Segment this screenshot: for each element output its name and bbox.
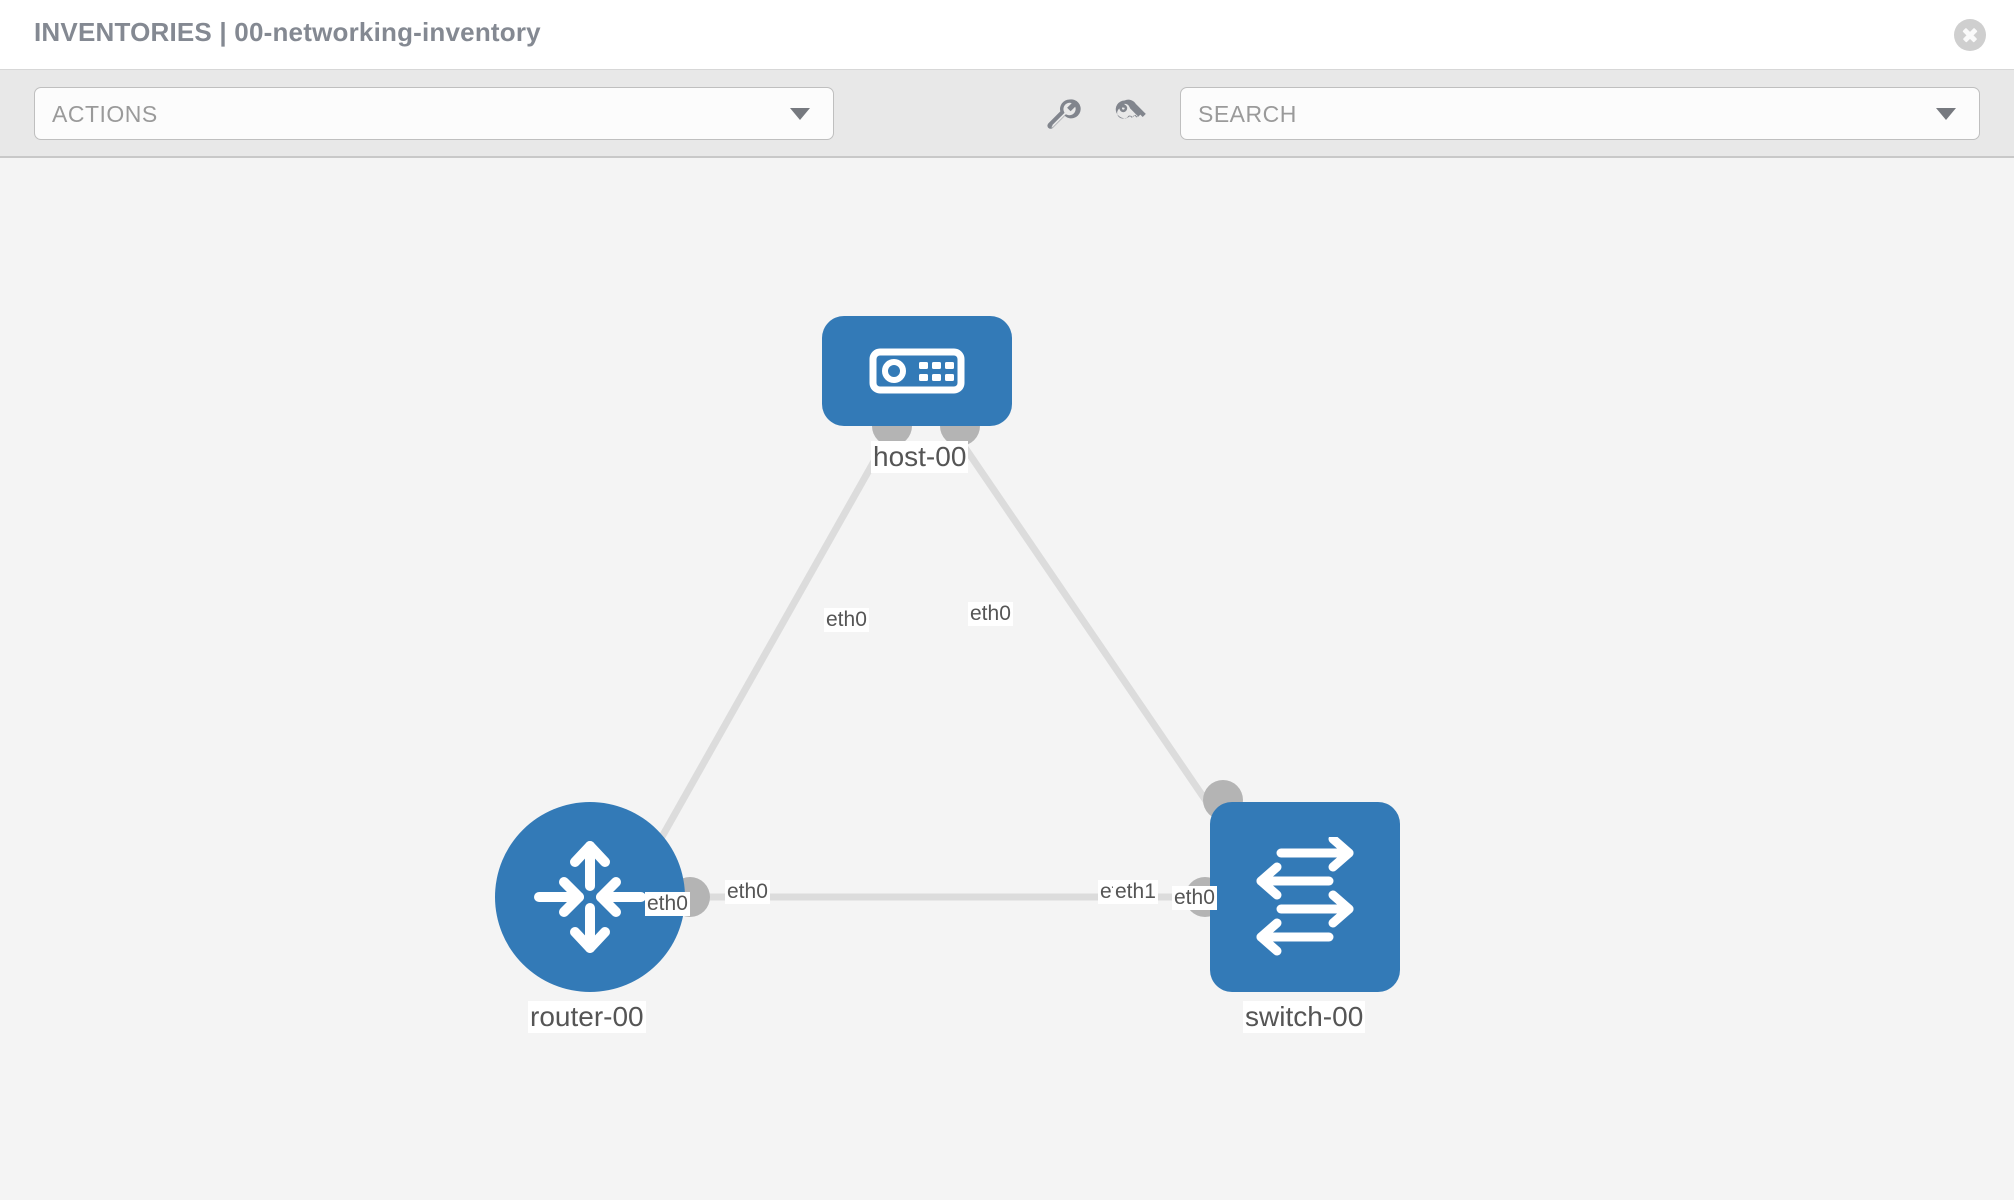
actions-dropdown[interactable]: ACTIONS bbox=[34, 87, 834, 140]
chevron-down-icon bbox=[790, 107, 810, 120]
edge-label-switch00-eth1: eth1 bbox=[1113, 880, 1158, 904]
chevron-down-icon bbox=[1936, 107, 1956, 120]
search-input[interactable]: SEARCH bbox=[1180, 87, 1980, 140]
edge-label-router00-host-eth0: eth0 bbox=[645, 892, 690, 916]
router-four-arrows-icon bbox=[534, 841, 646, 953]
close-icon[interactable] bbox=[1954, 19, 1986, 51]
edge-label-switch00-host-eth0: eth0 bbox=[1172, 886, 1217, 910]
server-rack-icon bbox=[869, 348, 965, 394]
toolbar: ACTIONS SEARCH bbox=[0, 70, 2014, 158]
edge-host00-router00[interactable] bbox=[646, 431, 894, 860]
page-header: INVENTORIES | 00-networking-inventory bbox=[0, 0, 2014, 70]
edge-label-router00-eth0: eth0 bbox=[725, 880, 770, 904]
search-placeholder: SEARCH bbox=[1198, 101, 1297, 127]
topology-edges bbox=[646, 431, 1248, 901]
edge-label-host00-eth0-right: eth0 bbox=[968, 602, 1013, 626]
topology-canvas[interactable]: eth0 eth0 eth0 eth0 eth0 eth0 eth1 host-… bbox=[0, 158, 2014, 1200]
node-label-router-00: router-00 bbox=[528, 1001, 646, 1033]
edge-label-host00-eth0-left: eth0 bbox=[824, 608, 869, 632]
node-label-switch-00: switch-00 bbox=[1243, 1001, 1366, 1033]
node-router-00[interactable] bbox=[495, 802, 685, 992]
wrench-icon[interactable] bbox=[1039, 92, 1083, 136]
key-icon[interactable] bbox=[1107, 92, 1151, 136]
node-label-host-00: host-00 bbox=[871, 441, 969, 473]
edge-host00-switch00[interactable] bbox=[952, 431, 1248, 860]
page-title: INVENTORIES | 00-networking-inventory bbox=[34, 17, 541, 47]
node-switch-00[interactable] bbox=[1210, 802, 1400, 992]
node-host-00[interactable] bbox=[822, 316, 1012, 426]
switch-arrows-icon bbox=[1256, 837, 1354, 956]
actions-dropdown-label: ACTIONS bbox=[52, 101, 158, 127]
